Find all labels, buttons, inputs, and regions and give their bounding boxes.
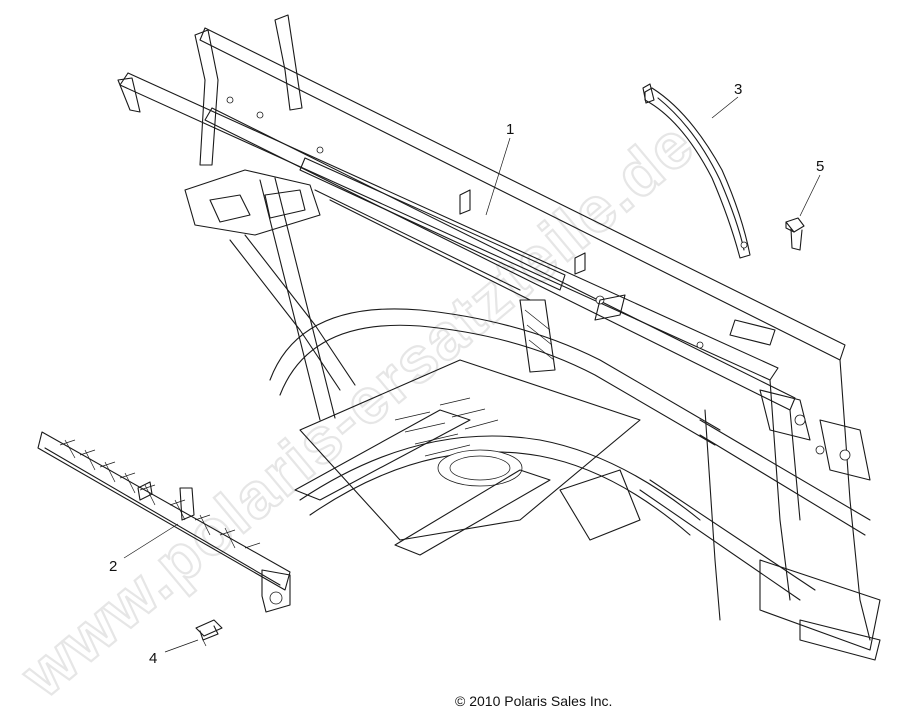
callout-1: 1 — [506, 121, 514, 138]
main-frame-part-1 — [117, 14, 881, 661]
curved-brace-part-3 — [642, 83, 751, 259]
copyright-text: © 2010 Polaris Sales Inc. — [455, 693, 613, 709]
watermark: www.polaris-ersatzteile.de — [7, 107, 708, 711]
callout-5: 5 — [816, 158, 824, 175]
leader-lines — [123, 96, 821, 653]
callout-2: 2 — [109, 558, 117, 575]
flange-bolt-part-5 — [785, 217, 805, 251]
callout-4: 4 — [149, 650, 157, 667]
bolt-part-4 — [195, 619, 223, 647]
callout-3: 3 — [734, 81, 742, 98]
front-lattice-bar-part-2 — [37, 431, 291, 613]
